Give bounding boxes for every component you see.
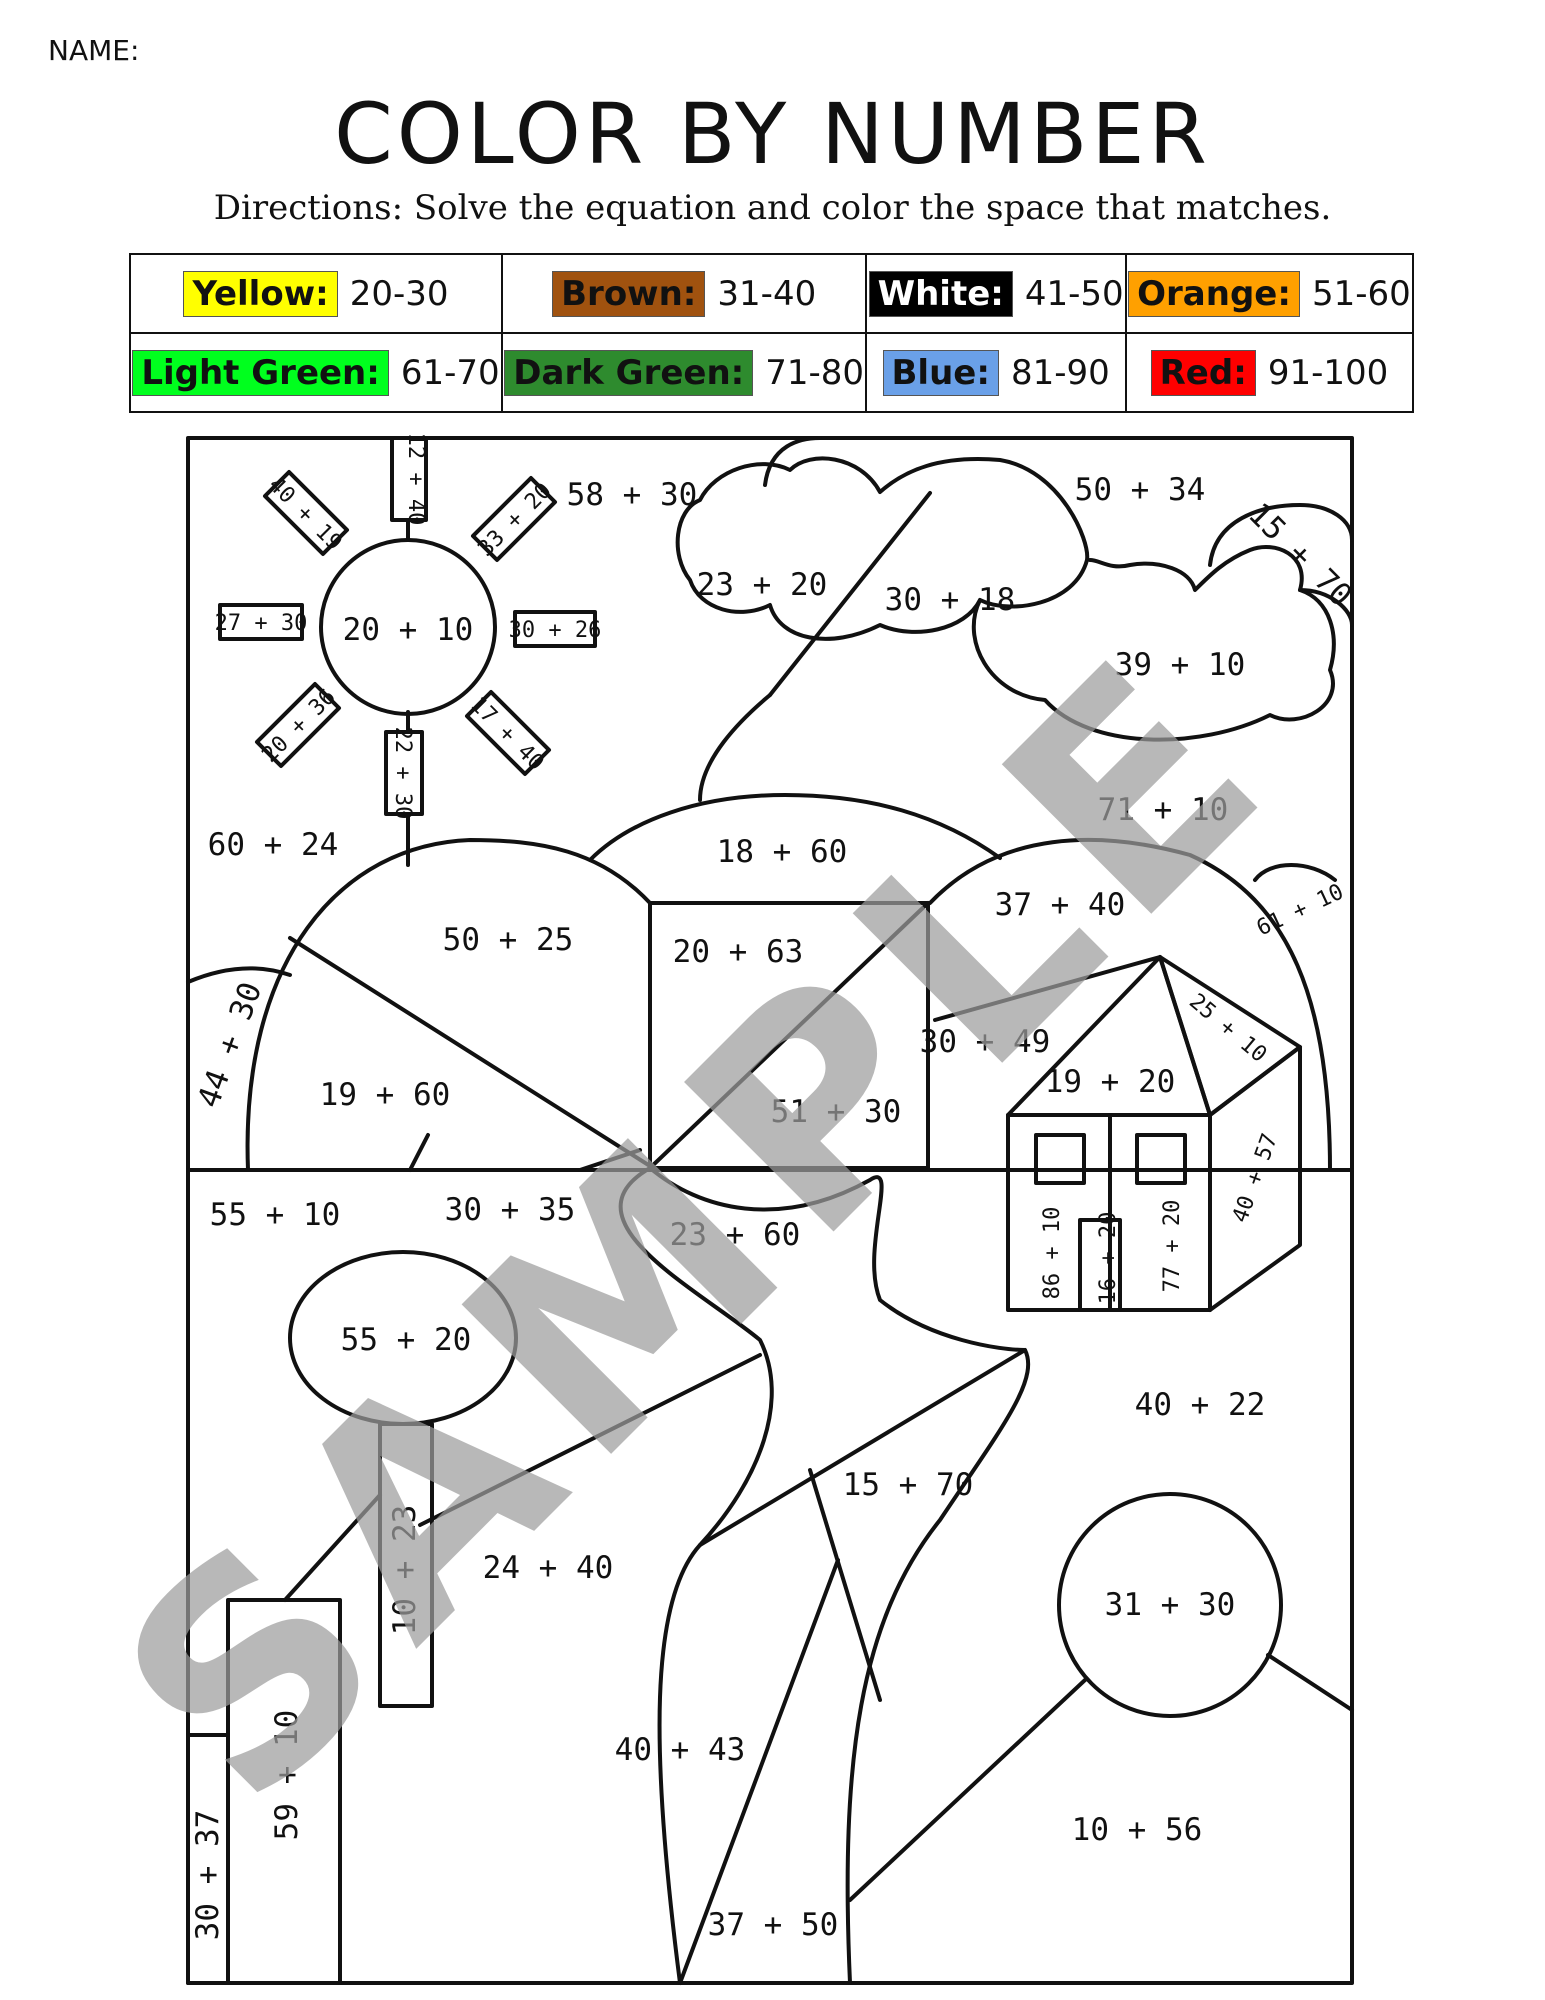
post-left	[186, 1733, 230, 1985]
equation-ray-top-right: 33 + 20	[473, 478, 556, 561]
equation-sky-top-right: 50 + 34	[1075, 472, 1206, 508]
outline-lines	[186, 436, 1354, 1985]
equation-ray-top-left: 40 + 19	[263, 472, 346, 555]
color-swatch: Light Green:	[132, 349, 389, 396]
equation-grass-left-middle: 30 + 35	[445, 1192, 576, 1228]
hill-left	[245, 838, 652, 1172]
key-cell-white: White: 41-50	[865, 253, 1127, 334]
picture-frame	[186, 436, 1354, 1985]
equation-cloud-left: 23 + 20	[697, 567, 828, 603]
equation-sky-top-middle: 58 + 30	[567, 477, 698, 513]
tree-trunk	[378, 1422, 434, 1708]
equation-cloud-right: 39 + 10	[1115, 647, 1246, 683]
equation-ray-right: 30 + 26	[509, 618, 602, 643]
path-right-edge	[648, 1166, 1031, 1985]
equation-house-wall-left: 86 + 10	[1040, 1207, 1065, 1300]
hill-right	[928, 837, 1332, 1172]
equation-path-top: 23 + 60	[670, 1217, 801, 1253]
ray-bottom-left	[254, 681, 342, 769]
cloud-front	[675, 456, 1090, 641]
ray-right	[513, 610, 597, 648]
equation-small-cloud: 15 + 70	[1241, 496, 1359, 614]
range-label: 91-100	[1267, 352, 1389, 393]
path-left-edge	[618, 1166, 774, 1985]
equation-house-door: 16 + 20	[1096, 1212, 1121, 1305]
equation-house-side: 40 + 57	[1228, 1130, 1283, 1226]
color-swatch: Yellow:	[183, 270, 338, 317]
equation-post-right: 59 + 10	[269, 1710, 305, 1841]
key-cell-dark-green: Dark Green: 71-80	[500, 332, 868, 413]
equation-ray-bottom: 22 + 30	[390, 727, 415, 820]
hill-top	[588, 793, 1002, 862]
range-label: 61-70	[400, 352, 500, 393]
directions-text: Directions: Solve the equation and color…	[213, 188, 1332, 228]
equation-sky-left: 60 + 24	[208, 827, 339, 863]
equation-house-roof: 19 + 20	[1045, 1064, 1176, 1100]
ray-left	[218, 603, 304, 641]
equation-ray-top: 12 + 40	[403, 433, 428, 526]
equation-tree-trunk: 10 + 23	[387, 1505, 423, 1636]
color-swatch: Blue:	[882, 349, 999, 396]
equation-hill-right-lower: 30 + 49	[920, 1024, 1051, 1060]
equation-hill-top: 18 + 60	[717, 834, 848, 870]
color-swatch: Dark Green:	[504, 349, 754, 396]
house-side	[1208, 1045, 1302, 1312]
range-label: 41-50	[1024, 273, 1124, 314]
equation-bush: 31 + 30	[1105, 1587, 1236, 1623]
equation-grass-middle-left: 24 + 40	[483, 1550, 614, 1586]
bush	[1057, 1492, 1283, 1718]
window-left	[1034, 1133, 1086, 1185]
name-label: NAME:	[48, 34, 140, 67]
equation-path-lower: 37 + 50	[708, 1907, 839, 1943]
equation-path-bottom: 40 + 43	[615, 1732, 746, 1768]
range-label: 51-60	[1311, 273, 1411, 314]
equation-tree-top: 55 + 20	[341, 1322, 472, 1358]
window-right	[1135, 1133, 1187, 1185]
range-label: 31-40	[717, 273, 817, 314]
key-cell-brown: Brown: 31-40	[500, 253, 868, 334]
equation-house-wall-right: 77 + 20	[1160, 1200, 1185, 1293]
equation-post-left: 30 + 37	[190, 1810, 226, 1941]
range-label: 20-30	[349, 273, 449, 314]
key-cell-red: Red: 91-100	[1124, 332, 1415, 413]
ray-top	[390, 436, 428, 522]
equation-hill-center-bottom: 51 + 30	[771, 1094, 902, 1130]
equation-grass-right: 40 + 22	[1135, 1387, 1266, 1423]
ray-bottom	[384, 730, 424, 816]
small-cloud	[1208, 503, 1354, 567]
ray-top-right	[470, 475, 558, 563]
cloud-back	[971, 544, 1336, 742]
equation-ray-bottom-left: 20 + 36	[257, 684, 340, 767]
color-swatch: Brown:	[552, 270, 706, 317]
equation-sky-right: 71 + 10	[1098, 792, 1229, 828]
equation-labels: 20 + 10 12 + 40 40 + 19 33 + 20 27 + 30 …	[190, 433, 1359, 1943]
equation-grass-bottom-right: 10 + 56	[1072, 1812, 1203, 1848]
equation-cloud-middle: 30 + 18	[885, 582, 1016, 618]
color-swatch: Red:	[1150, 349, 1256, 396]
equation-hill-left-top: 50 + 25	[443, 922, 574, 958]
equation-grass-left: 55 + 10	[210, 1197, 341, 1233]
color-swatch: Orange:	[1128, 270, 1300, 317]
ray-top-left	[262, 469, 350, 557]
color-key-table: Yellow: 20-30 Brown: 31-40 White: 41-50 Ora…	[129, 253, 1415, 413]
house-door	[1078, 1218, 1122, 1312]
equation-hill-left-bottom: 19 + 60	[320, 1077, 451, 1113]
key-cell-light-green: Light Green: 61-70	[129, 332, 503, 413]
page-title: COLOR BY NUMBER	[334, 85, 1211, 183]
equation-grass-middle: 15 + 70	[843, 1467, 974, 1503]
equation-ray-left: 27 + 30	[215, 611, 308, 636]
equation-hill-right: 37 + 40	[995, 887, 1126, 923]
equation-ray-bottom-right: 17 + 40	[465, 692, 548, 775]
equation-hill-center-top: 20 + 63	[673, 934, 804, 970]
equation-sun-center: 20 + 10	[343, 612, 474, 648]
color-swatch: White:	[868, 270, 1013, 317]
key-cell-orange: Orange: 51-60	[1124, 253, 1415, 334]
ray-bottom-right	[464, 689, 552, 777]
range-label: 81-90	[1010, 352, 1110, 393]
key-cell-yellow: Yellow: 20-30	[129, 253, 503, 334]
range-label: 71-80	[765, 352, 865, 393]
key-cell-blue: Blue: 81-90	[865, 332, 1127, 413]
